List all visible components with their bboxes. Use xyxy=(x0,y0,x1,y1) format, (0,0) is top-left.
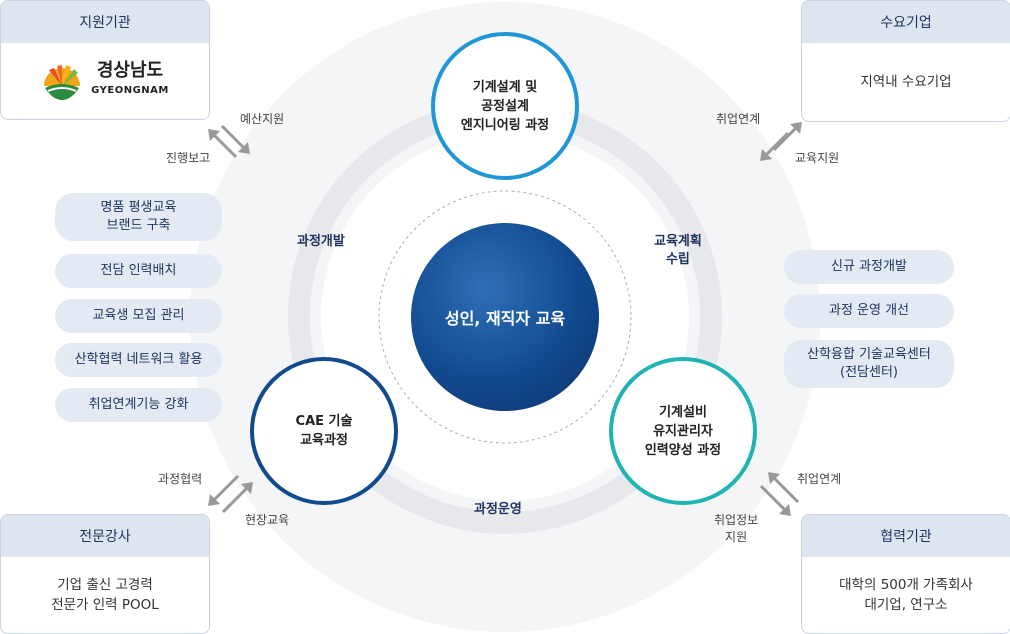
ring-label-course-operation: 과정운영 xyxy=(474,502,522,517)
node-cae-course: CAE 기술 교육과정 xyxy=(250,357,398,505)
left-pill-network: 산학협력 네트워크 활용 xyxy=(55,343,222,377)
flow-label-job-info-support: 취업정보 지원 xyxy=(714,513,759,544)
left-pill-brand: 명품 평생교육 브랜드 구축 xyxy=(55,193,222,241)
node-design-engineering: 기계설계 및 공정설계 엔지니어링 과정 xyxy=(431,32,579,180)
flow-label-job-link-bottom: 취업연계 xyxy=(797,472,842,486)
right-pill-new-course: 신규 과정개발 xyxy=(784,250,954,284)
flow-label-progress-report: 진행보고 xyxy=(166,151,211,165)
gyeongnam-emblem-icon xyxy=(42,61,83,101)
gyeongnam-logo: 경상남도 GYEONGNAM xyxy=(41,60,169,102)
left-pill-recruitment: 교육생 모집 관리 xyxy=(55,299,222,333)
flow-arrows-top-left xyxy=(208,124,250,159)
box-title: 협력기관 xyxy=(802,515,1010,557)
flow-label-edu-support: 교육지원 xyxy=(795,151,840,165)
logo-sub: GYEONGNAM xyxy=(91,85,169,96)
flow-arrows-bottom-right xyxy=(759,472,800,516)
flow-arrows-top-right xyxy=(760,122,802,161)
logo-name: 경상남도 xyxy=(96,60,164,81)
box-title: 지원기관 xyxy=(1,1,209,43)
left-pill-staffing: 전담 인력배치 xyxy=(55,254,222,288)
left-pill-employment: 취업연계기능 강화 xyxy=(55,388,222,422)
center-circle: 성인, 재직자 교육 xyxy=(411,223,599,411)
flow-arrows-bottom-left xyxy=(208,474,253,514)
flow-label-field-education: 현장교육 xyxy=(245,513,290,527)
box-body: 대학의 500개 가족회사 대기업, 연구소 xyxy=(839,577,973,613)
box-support-agency: 지원기관 경상남도 GYEONGNAM xyxy=(0,0,210,120)
dashed-orbit xyxy=(378,190,632,444)
ring-label-education-planning: 교육계획 수립 xyxy=(654,234,702,267)
flow-label-course-cooperation: 과정협력 xyxy=(158,472,203,486)
flow-label-budget-support: 예산지원 xyxy=(240,112,285,126)
flow-label-job-link-top: 취업연계 xyxy=(716,112,761,126)
box-expert-instructors: 전문강사 기업 출신 고경력 전문가 인력 POOL xyxy=(0,514,210,634)
box-demand-companies: 수요기업 지역내 수요기업 xyxy=(801,0,1010,122)
center-label: 성인, 재직자 교육 xyxy=(444,309,566,328)
box-body: 지역내 수요기업 xyxy=(860,74,952,90)
right-pill-tech-center: 산학융합 기술교육센터 (전담센터) xyxy=(784,340,954,388)
box-partner-institutions: 협력기관 대학의 500개 가족회사 대기업, 연구소 xyxy=(801,514,1010,634)
box-body: 기업 출신 고경력 전문가 인력 POOL xyxy=(51,577,159,613)
box-title: 전문강사 xyxy=(1,515,209,557)
right-pill-operation-improve: 과정 운영 개선 xyxy=(784,294,954,328)
box-title: 수요기업 xyxy=(802,1,1010,43)
node-maintenance-course: 기계설비 유지관리자 인력양성 과정 xyxy=(609,357,757,505)
ring-label-course-development: 과정개발 xyxy=(297,234,345,249)
